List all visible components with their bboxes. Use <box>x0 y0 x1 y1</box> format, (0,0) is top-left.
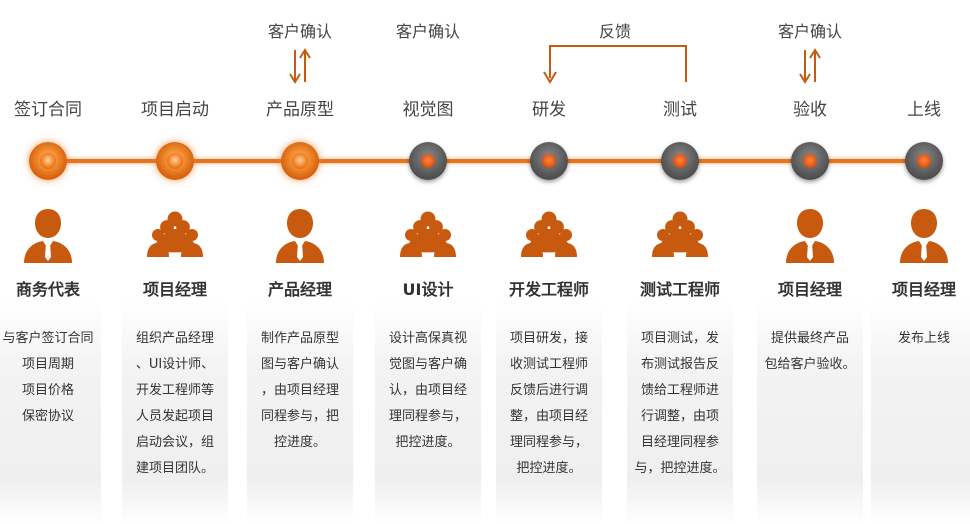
role-label: 项目经理 <box>891 280 956 299</box>
description-line: 布测试报告反 <box>640 357 719 372</box>
role-label: 开发工程师 <box>508 280 589 299</box>
description-line: 提供最终产品 <box>770 331 849 346</box>
role-label: 产品经理 <box>267 280 332 299</box>
feedback-label: 反馈 <box>598 22 631 41</box>
person-icon <box>24 209 72 263</box>
team-icon <box>147 211 203 257</box>
description-line: 建项目团队。 <box>135 461 214 476</box>
role-label: UI设计 <box>402 280 454 299</box>
stage-label: 项目启动 <box>141 100 209 120</box>
description-panel <box>627 300 733 524</box>
role-description: 与客户签订合同项目周期项目价格保密协议 <box>0 326 101 430</box>
stage-top-label: 客户确认 <box>267 22 332 41</box>
description-panel <box>757 300 863 524</box>
description-line: 设计高保真视 <box>388 331 467 346</box>
description-line: 项目测试，发 <box>640 331 719 346</box>
description-line: 收测试工程师 <box>509 357 588 372</box>
feedback-arrow-icon <box>543 45 687 84</box>
description-panel <box>375 300 481 524</box>
description-line: 、UI设计师、 <box>135 357 215 372</box>
role-description: 发布上线 <box>871 326 970 352</box>
description-line: 目经理同程参 <box>640 435 719 450</box>
node-center-icon <box>292 153 308 169</box>
timeline-node <box>29 142 67 180</box>
description-line: 与客户签订合同 <box>2 331 94 346</box>
description-line: 行调整，由项 <box>640 409 719 424</box>
stage-label: 测试 <box>663 100 697 120</box>
role-description: 制作产品原型图与客户确认 ，由项目经理同程参与，把控进度。 <box>247 326 353 456</box>
node-center-icon <box>542 154 556 168</box>
node-center-icon <box>917 154 931 168</box>
description-line: 人员发起项目 <box>135 409 214 424</box>
confirm-arrows-icon <box>289 48 311 84</box>
description-line: 理同程参与， <box>388 409 467 424</box>
role-label: 项目经理 <box>142 280 207 299</box>
role-description: 项目研发，接收测试工程师反馈后进行调整，由项目经理同程参与， 把控进度。 <box>496 326 602 482</box>
timeline-node <box>905 142 943 180</box>
description-line: 觉图与客户确 <box>388 357 467 372</box>
role-description: 项目测试，发布测试报告反馈给工程师进行调整，由项目经理同程参与，把控进度。 <box>627 326 733 482</box>
description-line: 把控进度。 <box>395 435 461 450</box>
timeline-node <box>661 142 699 180</box>
description-line: 项目价格 <box>21 383 74 398</box>
node-center-icon <box>673 154 687 168</box>
description-line: 包给客户验收。 <box>764 357 856 372</box>
node-center-icon <box>40 153 56 169</box>
description-line: 保密协议 <box>21 409 74 424</box>
description-line: 发布上线 <box>897 331 950 346</box>
timeline-node <box>156 142 194 180</box>
description-line: 反馈后进行调 <box>509 383 588 398</box>
person-icon <box>786 209 834 263</box>
description-line: 图与客户确认 <box>260 357 339 372</box>
description-line: 与，把控进度。 <box>634 461 726 476</box>
description-panel <box>496 300 602 524</box>
stage-label: 签订合同 <box>14 100 82 120</box>
stage-label: 上线 <box>907 100 941 120</box>
stage-top-label: 客户确认 <box>395 22 460 41</box>
timeline-node <box>409 142 447 180</box>
team-icon <box>652 211 708 257</box>
description-line: 理同程参与， <box>509 435 588 450</box>
node-center-icon <box>167 153 183 169</box>
description-panel <box>247 300 353 524</box>
description-line: 项目周期 <box>21 357 74 372</box>
description-panel <box>871 300 970 524</box>
description-panel <box>0 300 101 524</box>
node-center-icon <box>803 154 817 168</box>
description-line: 项目研发，接 <box>509 331 588 346</box>
role-description: 提供最终产品包给客户验收。 <box>757 326 863 378</box>
team-icon <box>400 211 456 257</box>
stage-label: 验收 <box>793 100 827 120</box>
timeline-node <box>791 142 829 180</box>
description-panel <box>122 300 228 524</box>
description-line: 控进度。 <box>273 435 326 450</box>
role-description: 设计高保真视觉图与客户确认，由项目经理同程参与， 把控进度。 <box>375 326 481 456</box>
description-line: 整，由项目经 <box>509 409 588 424</box>
role-label: 测试工程师 <box>639 280 720 299</box>
description-line: 认，由项目经 <box>388 383 467 398</box>
person-icon <box>276 209 324 263</box>
person-icon <box>900 209 948 263</box>
description-line: 馈给工程师进 <box>640 383 719 398</box>
description-line: 启动会议，组 <box>135 435 214 450</box>
description-line: 同程参与，把 <box>260 409 339 424</box>
timeline-node <box>281 142 319 180</box>
role-label: 商务代表 <box>15 280 80 299</box>
description-line: 把控进度。 <box>516 461 582 476</box>
confirm-arrows-icon <box>799 48 821 84</box>
timeline-line <box>40 159 924 163</box>
description-line: 制作产品原型 <box>260 331 339 346</box>
team-icon <box>521 211 577 257</box>
description-line: ，由项目经理 <box>260 383 339 398</box>
stage-label: 产品原型 <box>266 100 334 120</box>
stage-label: 研发 <box>532 100 566 120</box>
description-line: 组织产品经理 <box>135 331 214 346</box>
timeline-node <box>530 142 568 180</box>
role-description: 组织产品经理、UI设计师、开发工程师等人员发起项目启动会议，组建项目团队。 <box>122 326 228 482</box>
stage-label: 视觉图 <box>402 100 454 120</box>
role-label: 项目经理 <box>777 280 842 299</box>
stage-top-label: 客户确认 <box>777 22 842 41</box>
node-center-icon <box>421 154 435 168</box>
description-line: 开发工程师等 <box>135 383 214 398</box>
